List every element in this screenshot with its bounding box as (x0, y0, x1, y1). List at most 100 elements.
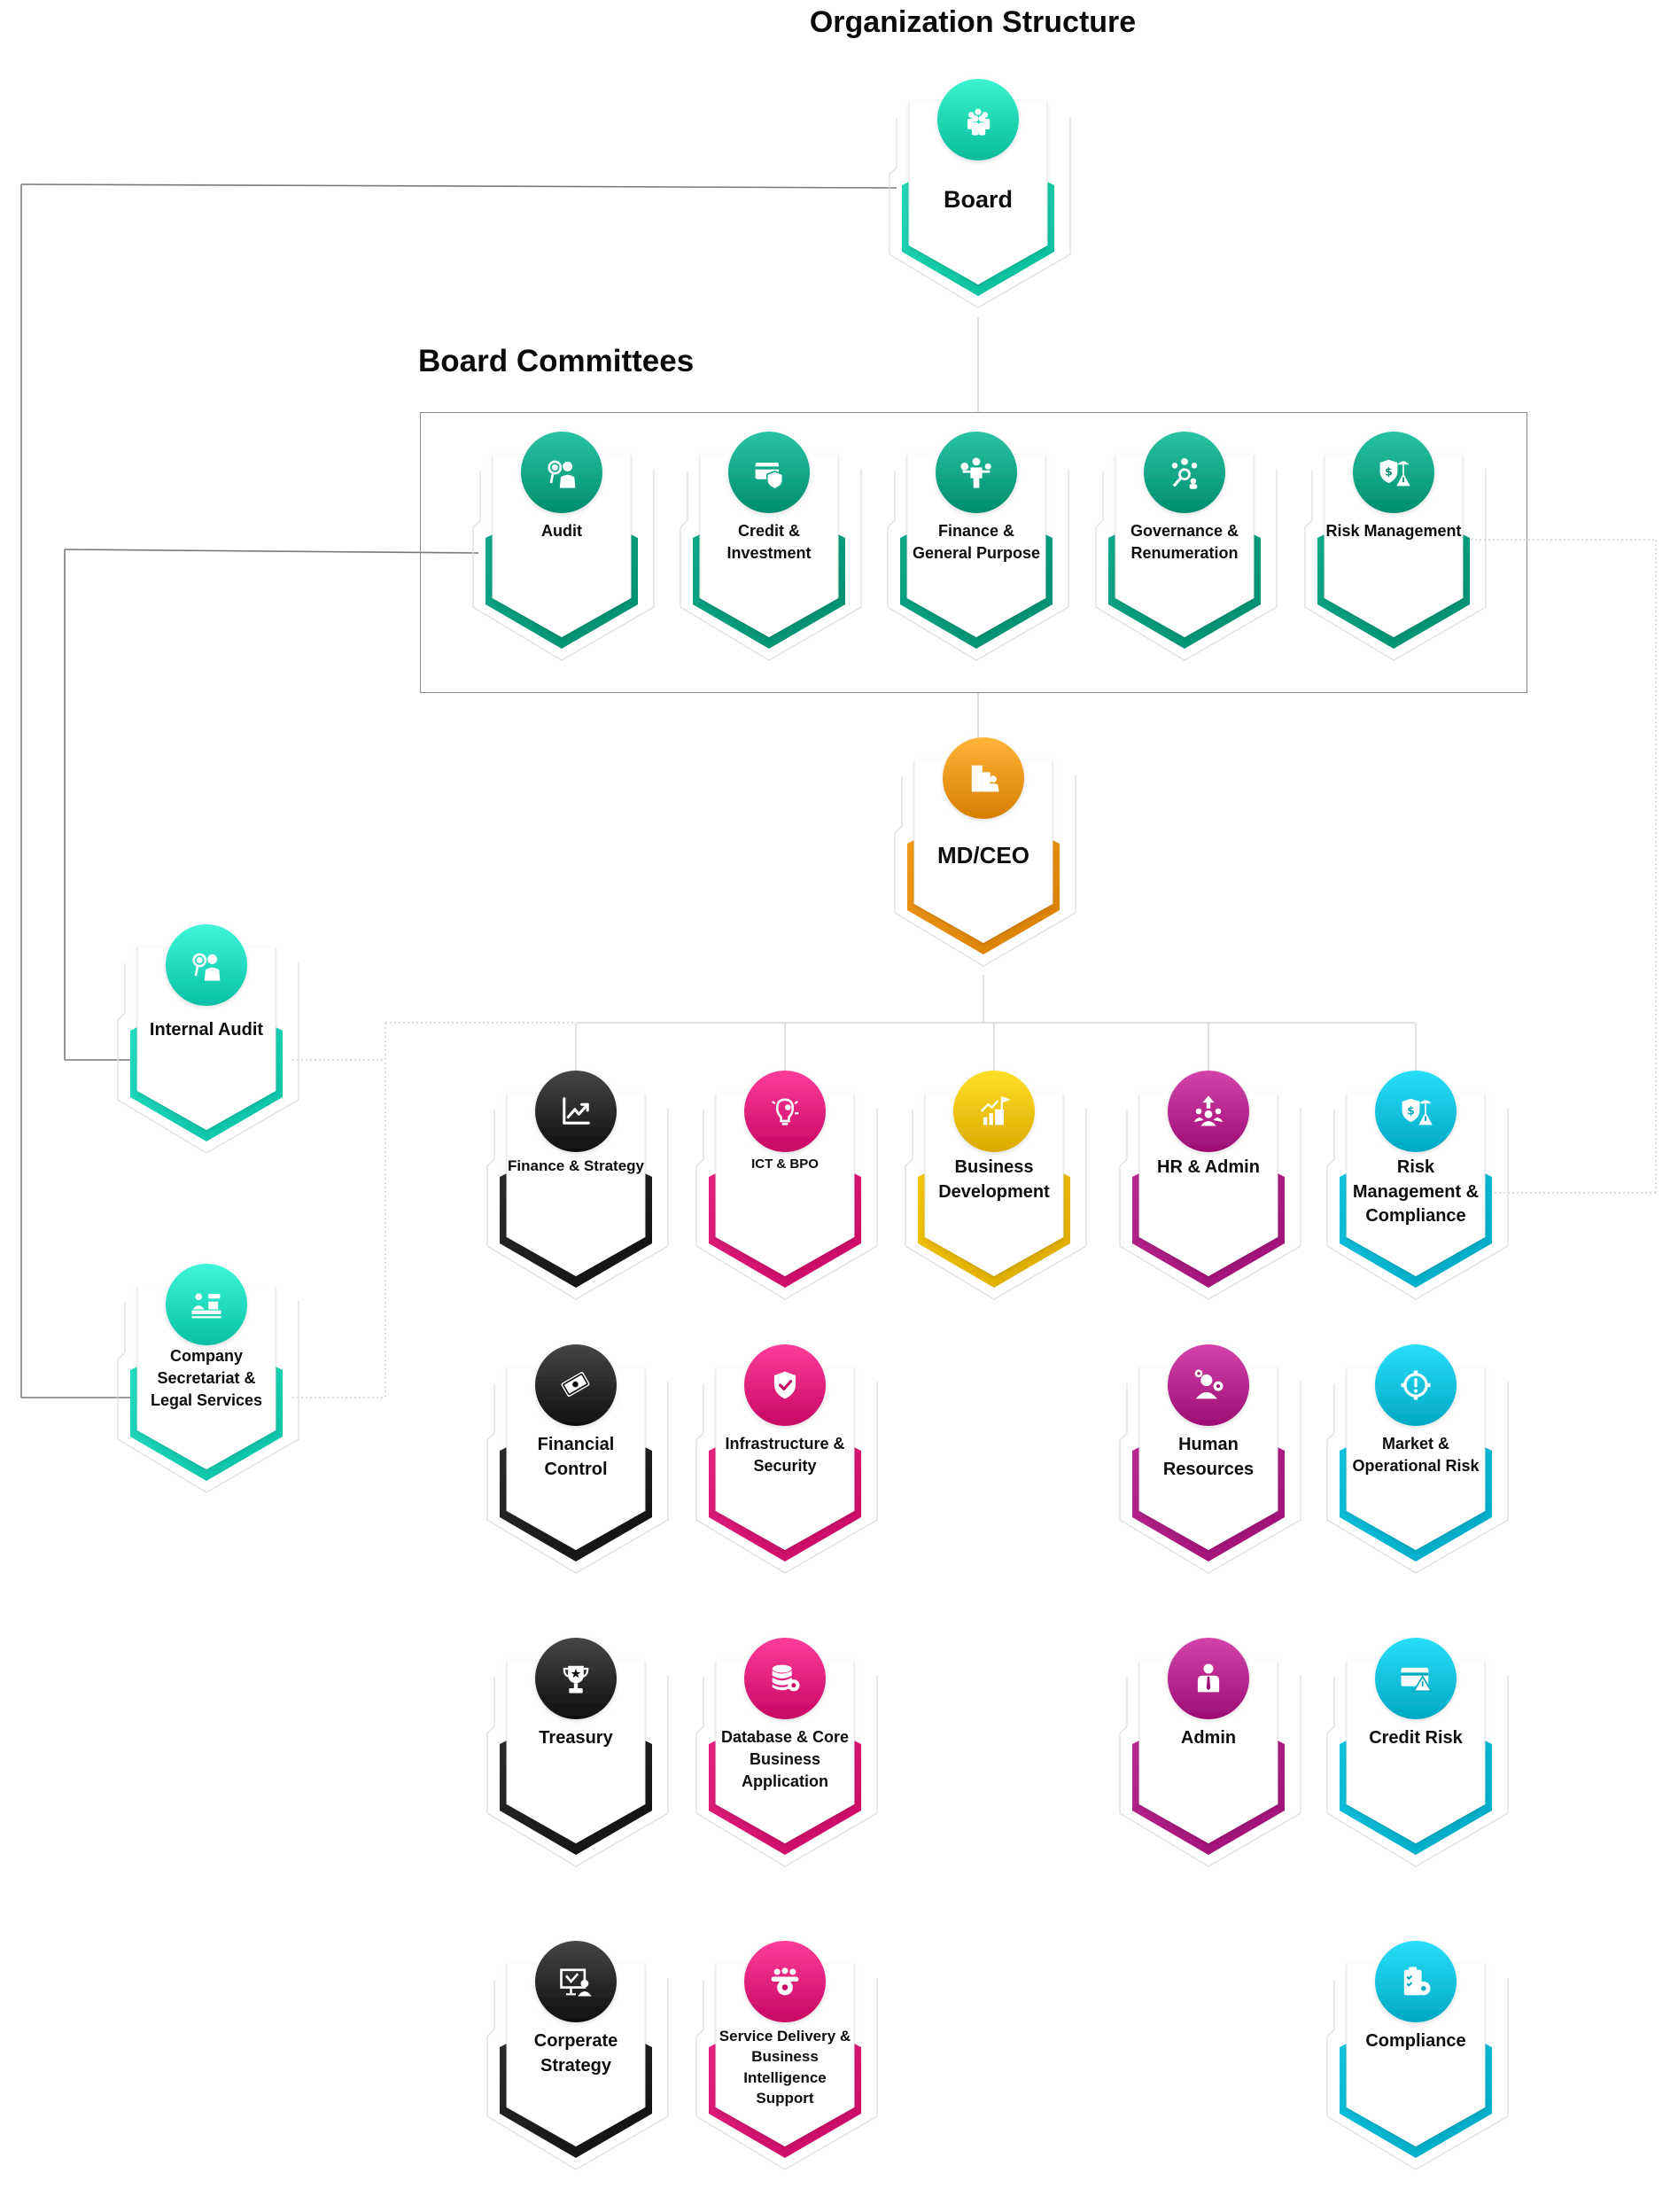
node-icon-circle (744, 1638, 826, 1719)
team-search-icon (1144, 432, 1225, 513)
node-card (137, 1287, 276, 1469)
node-department[interactable]: HR & Admin (1119, 1071, 1301, 1319)
node-shape (1119, 1638, 1301, 1867)
node-outline (894, 775, 1076, 967)
node-committee[interactable]: $ Risk Management (1304, 432, 1487, 680)
svg-text:$: $ (1385, 465, 1392, 478)
node-card (716, 1964, 854, 2146)
node-label: HR & Admin (1157, 1157, 1260, 1177)
node-band (709, 1173, 861, 1288)
node-committee[interactable]: Audit (472, 432, 655, 680)
node-outline (486, 1978, 669, 2170)
node-committee[interactable]: Governance & Renumeration (1095, 432, 1278, 680)
node-band (1132, 1447, 1285, 1562)
node-shape (1326, 1344, 1509, 1574)
node-left-unit[interactable]: Internal Audit (117, 924, 299, 1172)
node-committee[interactable]: Credit & Investment (680, 432, 862, 680)
node-shape (905, 1071, 1087, 1300)
node-band (1108, 534, 1261, 649)
node-band (709, 2044, 861, 2158)
node-card (507, 1094, 645, 1276)
node-icon-circle (744, 1071, 826, 1152)
team-gear-icon (744, 1941, 826, 2022)
node-unit[interactable]: Service Delivery & Business Intelligence… (695, 1941, 878, 2189)
node-band (907, 840, 1060, 954)
node-band (1340, 2044, 1492, 2158)
node-card (1139, 1094, 1278, 1276)
node-card (716, 1367, 854, 1550)
node-unit[interactable]: Compliance (1326, 1941, 1509, 2189)
connector-board-left (20, 183, 897, 189)
node-outline (1119, 1382, 1301, 1574)
node-label: Infrastructure & Security (725, 1435, 845, 1475)
node-unit[interactable]: Database & Core Business Application (695, 1638, 878, 1886)
node-unit[interactable]: Human Resources (1119, 1344, 1301, 1593)
node-card (1325, 455, 1463, 637)
node-card (1347, 1661, 1485, 1843)
node-unit[interactable]: Market & Operational Risk (1326, 1344, 1509, 1593)
node-shape (117, 1264, 299, 1493)
auditor-icon (166, 924, 247, 1006)
shield-umbrella-warning-icon: $ (1353, 432, 1434, 513)
node-unit[interactable]: Corperate Strategy (486, 1941, 669, 2189)
node-outline (889, 116, 1071, 308)
node-band (1132, 1173, 1285, 1288)
auditor-icon (521, 432, 602, 513)
node-label: MD/CEO (937, 842, 1029, 868)
node-label: Board (943, 186, 1013, 213)
node-outline (1326, 1382, 1509, 1574)
node-card (909, 102, 1047, 284)
node-outline (695, 1978, 878, 2170)
node-unit[interactable]: Credit Risk (1326, 1638, 1509, 1886)
node-outline (1326, 1978, 1509, 2170)
node-label: Governance & Renumeration (1130, 522, 1239, 562)
node-md-ceo[interactable]: MD/CEO (894, 737, 1076, 985)
node-outline (1119, 1108, 1301, 1300)
node-outline (887, 469, 1069, 661)
node-card (700, 455, 838, 637)
node-shape (1119, 1344, 1301, 1574)
node-outline (472, 469, 655, 661)
database-gear-icon (744, 1638, 826, 1719)
node-label: Audit (541, 522, 582, 540)
node-department[interactable]: ICT & BPO (695, 1071, 878, 1319)
node-label: Risk Management & Compliance (1352, 1157, 1480, 1227)
node-left-unit[interactable]: Company Secretariat & Legal Services (117, 1264, 299, 1512)
node-department[interactable]: Business Development (905, 1071, 1087, 1319)
node-label: Database & Core Business Application (720, 1728, 850, 1790)
node-card (1347, 1367, 1485, 1550)
node-unit[interactable]: Treasury (486, 1638, 669, 1886)
node-icon-circle (953, 1071, 1035, 1152)
node-band (500, 2044, 652, 2158)
node-unit[interactable]: Admin (1119, 1638, 1301, 1886)
node-department[interactable]: Finance & Strategy (486, 1071, 669, 1319)
node-band (902, 182, 1054, 296)
node-committee[interactable]: Finance & General Purpose (887, 432, 1069, 680)
node-unit[interactable]: Infrastructure & Security (695, 1344, 878, 1593)
node-label: Admin (1180, 1728, 1237, 1748)
node-department[interactable]: $ Risk Management & Compliance (1326, 1071, 1509, 1319)
node-outline (486, 1108, 669, 1300)
node-card (507, 1367, 645, 1550)
people-arrow-up-icon (1168, 1071, 1249, 1152)
node-label: Market & Operational Risk (1352, 1435, 1480, 1475)
node-band (500, 1447, 652, 1562)
node-card (1347, 1094, 1485, 1276)
node-card (507, 1661, 645, 1843)
node-outline (905, 1108, 1087, 1300)
node-board[interactable]: Board (889, 79, 1071, 327)
node-card (493, 455, 631, 637)
node-unit[interactable]: Financial Control (486, 1344, 669, 1593)
page-title: Organization Structure (809, 5, 1137, 39)
node-label: Financial Control (537, 1435, 615, 1479)
node-outline (1095, 469, 1278, 661)
node-icon-circle (1144, 432, 1225, 513)
node-outline (1119, 1675, 1301, 1867)
node-band (500, 1173, 652, 1288)
node-shape (486, 1941, 669, 2170)
node-band (1340, 1447, 1492, 1562)
credit-card-warning-icon (1375, 1638, 1457, 1719)
node-outline (117, 962, 299, 1154)
committees-group-box (420, 412, 1527, 693)
